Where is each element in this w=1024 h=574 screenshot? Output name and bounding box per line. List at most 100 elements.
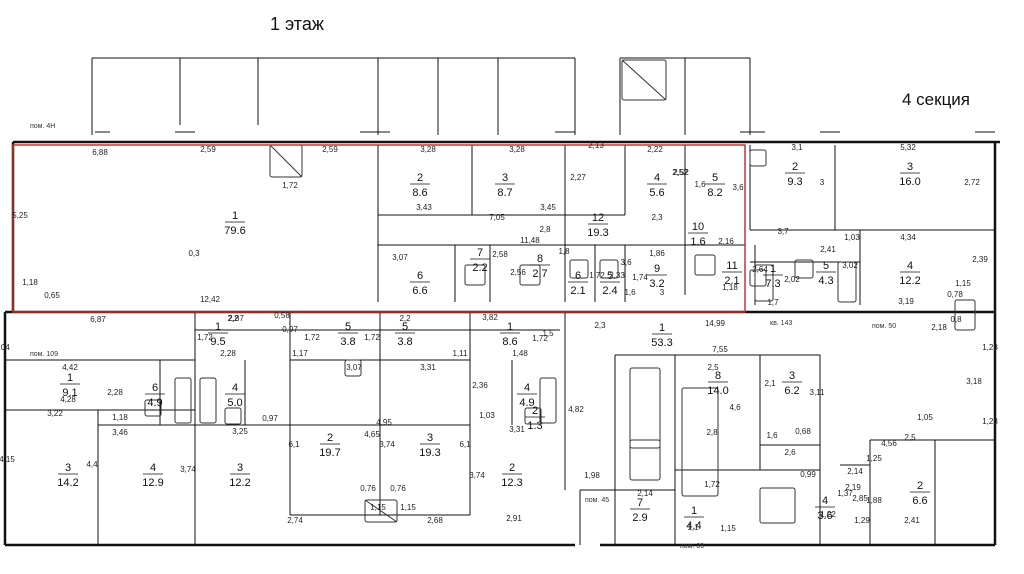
washroom-fixture bbox=[224, 407, 242, 425]
washroom-fixture bbox=[524, 407, 542, 425]
dimension-label: 3,22 bbox=[47, 409, 63, 418]
room-area: 6.2 bbox=[784, 385, 799, 397]
room-area: 19.3 bbox=[587, 227, 608, 239]
room-number: 5 bbox=[607, 270, 613, 282]
dimension-label: 2,87 bbox=[228, 314, 244, 323]
dimension-label: 2,74 bbox=[287, 516, 303, 525]
dimension-label: 0,58 bbox=[274, 311, 290, 320]
section-title: 4 секция bbox=[902, 90, 971, 109]
room-area: 2.7 bbox=[532, 268, 547, 280]
room-area: 16.0 bbox=[899, 176, 920, 188]
dimension-label: 1,72 bbox=[197, 333, 213, 342]
room-number: 6 bbox=[417, 270, 423, 282]
dimension-label: 2,13 bbox=[588, 141, 604, 150]
washroom-fixture bbox=[749, 269, 767, 287]
dimension-label: 2,59 bbox=[200, 145, 216, 154]
dimension-label: 2,56 bbox=[510, 268, 526, 277]
dimension-label: 0,8 bbox=[950, 315, 962, 324]
stair-flight bbox=[629, 439, 661, 481]
room-number: 3 bbox=[907, 161, 913, 173]
room-number: 8 bbox=[537, 253, 543, 265]
room-number: 12 bbox=[592, 212, 604, 224]
room-area: 4.3 bbox=[818, 275, 833, 287]
room-area: 8.2 bbox=[707, 187, 722, 199]
dimension-label: 2,14 bbox=[847, 467, 863, 476]
dimension-label: 6,1 bbox=[288, 440, 300, 449]
dimension-label: 2,28 bbox=[107, 388, 123, 397]
dimension-label: 1,25 bbox=[866, 454, 882, 463]
room-area: 8.7 bbox=[497, 187, 512, 199]
unit-tag: пом. 39 bbox=[680, 543, 704, 550]
dimension-label: 3,1 bbox=[791, 143, 803, 152]
dimension-label: 6,1 bbox=[459, 440, 471, 449]
room-area: 1.3 bbox=[527, 420, 542, 432]
dimension-label: 2,2 bbox=[399, 314, 411, 323]
dimension-label: 2,41 bbox=[820, 245, 836, 254]
dimension-label: 1,23 bbox=[982, 343, 998, 352]
dimension-label: 2,91 bbox=[506, 514, 522, 523]
washroom-fixture bbox=[794, 259, 814, 279]
dimension-label: 1,7 bbox=[767, 298, 779, 307]
dimension-label: 2,5 bbox=[707, 363, 719, 372]
dimension-label: 6,87 bbox=[90, 315, 106, 324]
dimension-label: 12,42 bbox=[200, 295, 221, 304]
dimension-label: 3,19 bbox=[898, 297, 914, 306]
room-area: 3.8 bbox=[340, 336, 355, 348]
room-area: 1.6 bbox=[690, 236, 705, 248]
dimension-label: 2,19 bbox=[845, 483, 861, 492]
dimension-label: 3,43 bbox=[416, 203, 432, 212]
room-number: 5 bbox=[402, 321, 408, 333]
dimension-label: 1,03 bbox=[844, 233, 860, 242]
dimension-label: 1,18 bbox=[722, 283, 738, 292]
room-area: 2.1 bbox=[724, 275, 739, 287]
room-number: 3 bbox=[502, 172, 508, 184]
dimension-label: 1,86 bbox=[649, 249, 665, 258]
dimension-label: 3,46 bbox=[112, 428, 128, 437]
dimension-label: 1,23 bbox=[982, 417, 998, 426]
dimension-label: 3,6 bbox=[620, 258, 632, 267]
dimension-label: 3,28 bbox=[509, 145, 525, 154]
room-area: 14.2 bbox=[57, 477, 78, 489]
room-number: 2 bbox=[917, 480, 923, 492]
room-area: 6.6 bbox=[412, 285, 427, 297]
dimension-label: 2,14 bbox=[637, 489, 653, 498]
room-number: 2 bbox=[532, 405, 538, 417]
dimension-label: 2,6 bbox=[784, 448, 796, 457]
room-area: 4.9 bbox=[147, 397, 162, 409]
room-number: 7 bbox=[637, 497, 643, 509]
room-number: 11 bbox=[726, 260, 737, 272]
room-number: 2 bbox=[417, 172, 423, 184]
room-number: 4 bbox=[232, 382, 238, 394]
fixtures bbox=[144, 59, 976, 524]
stair-flight bbox=[681, 387, 719, 497]
shaft bbox=[621, 59, 667, 101]
dimension-label: 2,22 bbox=[647, 145, 663, 154]
room-number: 5 bbox=[345, 321, 351, 333]
dimension-label: 1,11 bbox=[453, 349, 469, 358]
dimension-label: 1,17 bbox=[292, 349, 308, 358]
bathtub bbox=[199, 377, 217, 424]
dimension-label: 2,52 bbox=[673, 168, 689, 177]
dimension-label: 4,56 bbox=[881, 439, 897, 448]
dimension-label: 2,2 bbox=[227, 314, 239, 323]
washroom-fixture bbox=[144, 399, 162, 417]
room-number: 3 bbox=[65, 462, 71, 474]
unit-tag: пом. 4Н bbox=[30, 123, 55, 130]
dimension-label: 1,72 bbox=[282, 181, 298, 190]
dimension-label: 1,18 bbox=[112, 413, 128, 422]
dimension-label: 1,03 bbox=[479, 411, 495, 420]
room-number: 6 bbox=[575, 270, 581, 282]
dimension-label: 1,15 bbox=[720, 524, 736, 533]
room-area: 2.9 bbox=[632, 512, 647, 524]
room-area: 2.4 bbox=[602, 285, 617, 297]
dimension-label: 2,8 bbox=[539, 225, 551, 234]
dimension-label: 1,74 bbox=[632, 273, 648, 282]
room-area: 9.1 bbox=[62, 387, 77, 399]
bathtub bbox=[174, 377, 192, 424]
room-area: 12.2 bbox=[229, 477, 250, 489]
dimension-label: 0,76 bbox=[390, 484, 406, 493]
dimension-label: 4,28 bbox=[60, 395, 76, 404]
bathtub bbox=[539, 377, 557, 424]
